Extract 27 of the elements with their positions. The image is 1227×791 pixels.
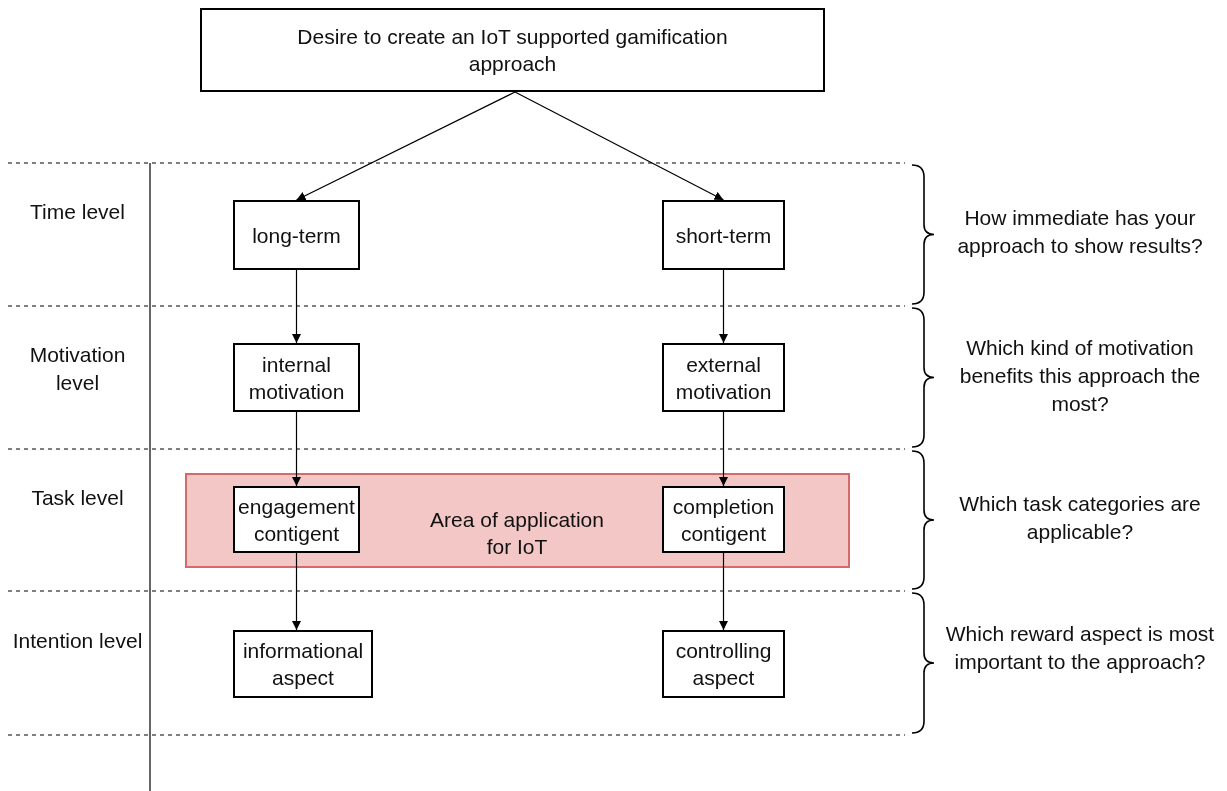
process-box: engagement contigent	[233, 486, 360, 553]
process-box: long-term	[233, 200, 360, 270]
level-label: Motivation level	[28, 342, 127, 396]
level-label: Time level	[29, 199, 126, 225]
application-area	[185, 473, 850, 568]
level-label: Task level	[30, 485, 125, 511]
level-label: Intention level	[11, 628, 144, 654]
process-box: internal motivation	[233, 343, 360, 412]
arrow	[292, 552, 301, 631]
process-box: short-term	[662, 200, 785, 270]
arrow	[719, 411, 728, 487]
arrow	[295, 91, 516, 201]
process-box: controlling aspect	[662, 630, 785, 698]
question-text: How immediate has your approach to show results?	[956, 205, 1204, 259]
arrow	[292, 269, 301, 344]
question-text: Which task categories are applicable?	[958, 491, 1202, 545]
arrow	[292, 411, 301, 487]
process-box: Desire to create an IoT supported gamification approach	[200, 8, 825, 92]
process-box: informational aspect	[233, 630, 373, 698]
question-text: Which reward aspect is most important to the approach?	[944, 621, 1216, 675]
area-title: Area of application for IoT	[429, 507, 605, 560]
process-box: external motivation	[662, 343, 785, 412]
process-box: completion contigent	[662, 486, 785, 553]
arrow	[719, 552, 728, 631]
arrow	[719, 269, 728, 344]
question-text: Which kind of motivation benefits this approach the most?	[958, 335, 1202, 417]
arrow	[514, 91, 725, 201]
